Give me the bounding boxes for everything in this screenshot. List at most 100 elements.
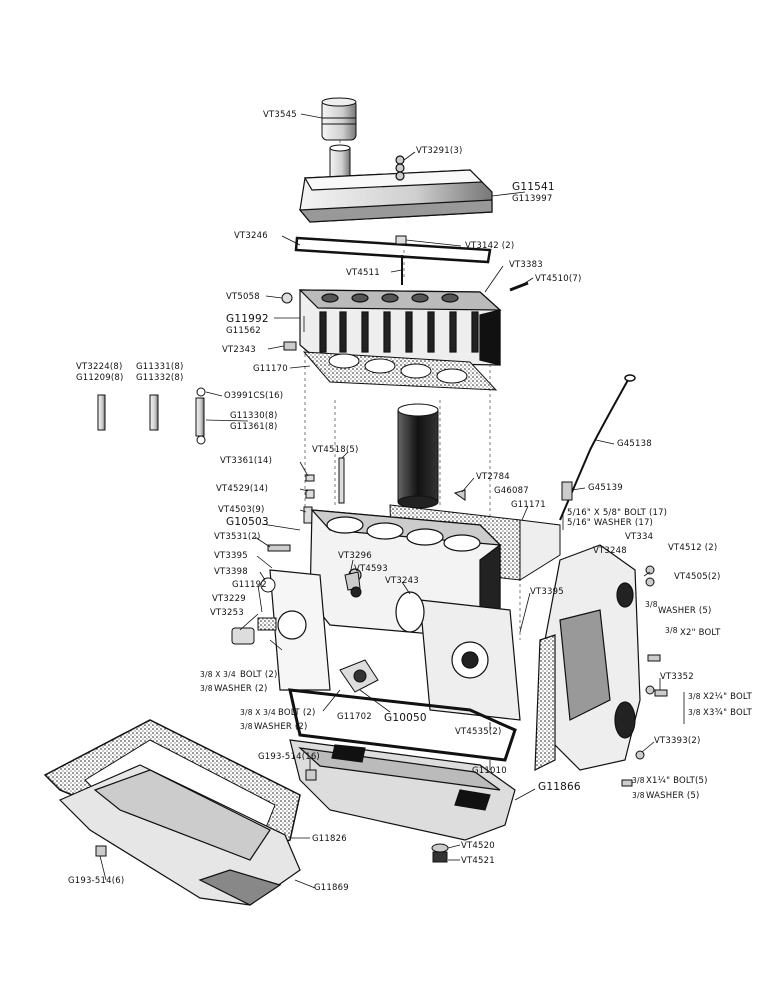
- dowel-pins: [97, 387, 206, 445]
- cylinder-head: [298, 289, 502, 366]
- cylinder-block: [269, 509, 521, 721]
- label-vt3142: VT3142 (2): [465, 241, 515, 251]
- oil-pan-g11869: [58, 764, 301, 906]
- label-vt3246: VT3246: [234, 231, 268, 241]
- label-vt3393: VT3393(2): [654, 736, 701, 746]
- label-washer5b: WASHER (5): [646, 791, 700, 801]
- label-bolt-x3-3-4: X3¾" BOLT: [703, 708, 753, 718]
- label-g11826: G11826: [312, 834, 347, 844]
- label-washer-5-16: 5/16" WASHER (17): [567, 518, 654, 528]
- water-outlet: [339, 659, 379, 693]
- label-vt3383: VT3383: [509, 260, 543, 270]
- label-vt3531: VT3531(2): [214, 532, 261, 542]
- label-washer2: WASHER (2): [214, 684, 268, 694]
- timing-gear-cover: [534, 544, 641, 771]
- label-g45139: G45139: [588, 483, 623, 493]
- label-vt3395b: VT3395: [530, 587, 564, 597]
- label-o3991: O3991CS(16): [224, 391, 284, 401]
- label-g11010: G11010: [472, 766, 507, 776]
- plug-vt2343: [283, 341, 297, 351]
- oil-pan-g11866: [289, 739, 516, 841]
- label-vt3398: VT3398: [214, 567, 248, 577]
- stud-vt4510: [509, 281, 529, 292]
- label-vt2784: VT2784: [476, 472, 510, 482]
- label-vt3395a: VT3395: [214, 551, 248, 561]
- head-studs: [303, 457, 345, 524]
- fitting-vt2784: [453, 489, 466, 501]
- label-g113997: G113997: [512, 194, 553, 204]
- label-vt3296: VT3296: [338, 551, 372, 561]
- label-frac-3-8-f: 3/8: [688, 708, 701, 717]
- label-vt4518: VT4518(5): [312, 445, 359, 455]
- label-vt4510: VT4510(7): [535, 274, 582, 284]
- label-vt3224: VT3224(8): [76, 362, 123, 372]
- label-frac-3-8-b: 3/8: [665, 626, 678, 635]
- label-g11541: G11541: [512, 181, 555, 193]
- label-bolt-x2: X2" BOLT: [680, 628, 721, 638]
- label-bolt2b: BOLT (2): [278, 708, 316, 718]
- label-g11869: G11869: [314, 883, 349, 893]
- drain-plug: [431, 843, 449, 863]
- plug-vt5058: [281, 292, 293, 304]
- label-frac-3-8-c: 3/8 X 3/4: [200, 670, 236, 679]
- label-vt4521: VT4521: [461, 856, 495, 866]
- label-g193514-16: G193-514(16): [258, 752, 320, 762]
- label-vt3361: VT3361(14): [220, 456, 273, 466]
- label-bolt-x2-1-4: X2¼" BOLT: [703, 692, 753, 702]
- label-g11562: G11562: [226, 326, 261, 336]
- label-frac-3-8-i: 3/8: [632, 776, 645, 785]
- label-vt3545: VT3545: [263, 110, 297, 120]
- label-vt3248: VT3248: [593, 546, 627, 556]
- label-g193514-6: G193-514(6): [68, 876, 125, 886]
- label-frac-3-8-e: 3/8: [688, 692, 701, 701]
- label-washer2b: WASHER (2): [254, 722, 308, 732]
- label-vt4535: VT4535(2): [455, 727, 502, 737]
- label-g10050: G10050: [384, 712, 427, 724]
- cylinder-sleeve: [397, 403, 439, 509]
- label-g45138: G45138: [617, 439, 652, 449]
- pan-screw: [305, 769, 317, 781]
- valve-cover-gasket: [294, 236, 492, 264]
- label-g11209: G11209(8): [76, 373, 124, 383]
- label-vt4529: VT4529(14): [216, 484, 269, 494]
- valve-cover: [298, 155, 493, 223]
- label-vt2343: VT2343: [222, 345, 256, 355]
- label-g11171: G11171: [511, 500, 546, 510]
- label-vt3253: VT3253: [210, 608, 244, 618]
- head-gasket: [302, 351, 498, 391]
- label-g11992: G11992: [226, 313, 269, 325]
- cover-nut: [395, 235, 407, 245]
- screw-g193: [95, 845, 107, 857]
- small-block-parts: [231, 544, 362, 645]
- label-bolt5: X1¼" BOLT(5): [646, 776, 708, 786]
- label-g46087: G46087: [494, 486, 529, 496]
- label-g11331: G11331(8): [136, 362, 184, 372]
- label-vt5058: VT5058: [226, 292, 260, 302]
- label-g11330: G11330(8): [230, 411, 278, 421]
- label-vt3243: VT3243: [385, 576, 419, 586]
- fraction-brackets: [303, 316, 685, 724]
- label-g11170: G11170: [253, 364, 288, 374]
- label-vt4503: VT4503(9): [218, 505, 265, 515]
- label-vt3229: VT3229: [212, 594, 246, 604]
- label-g11361: G11361(8): [230, 422, 278, 432]
- label-frac-3-8-j: 3/8: [632, 791, 645, 800]
- oil-pan-gasket-g11010: [288, 688, 517, 762]
- label-frac-3-8-d: 3/8: [200, 684, 213, 693]
- label-vt4593: VT4593: [354, 564, 388, 574]
- label-g11702: G11702: [337, 712, 372, 722]
- label-g10503: G10503: [226, 516, 269, 528]
- leader-lines: [99, 113, 661, 889]
- timing-bolts: [621, 565, 668, 787]
- label-frac-3-8-h: 3/8: [240, 722, 253, 731]
- oil-filler-cap: [321, 97, 357, 141]
- label-bolt-5-16: 5/16" X 5/8" BOLT (17): [567, 508, 668, 518]
- label-washer5a: WASHER (5): [658, 606, 712, 616]
- dipstick: [559, 374, 636, 521]
- label-vt4520: VT4520: [461, 841, 495, 851]
- label-g11192: G11192: [232, 580, 267, 590]
- label-g11866: G11866: [538, 781, 581, 793]
- label-g11332: G11332(8): [136, 373, 184, 383]
